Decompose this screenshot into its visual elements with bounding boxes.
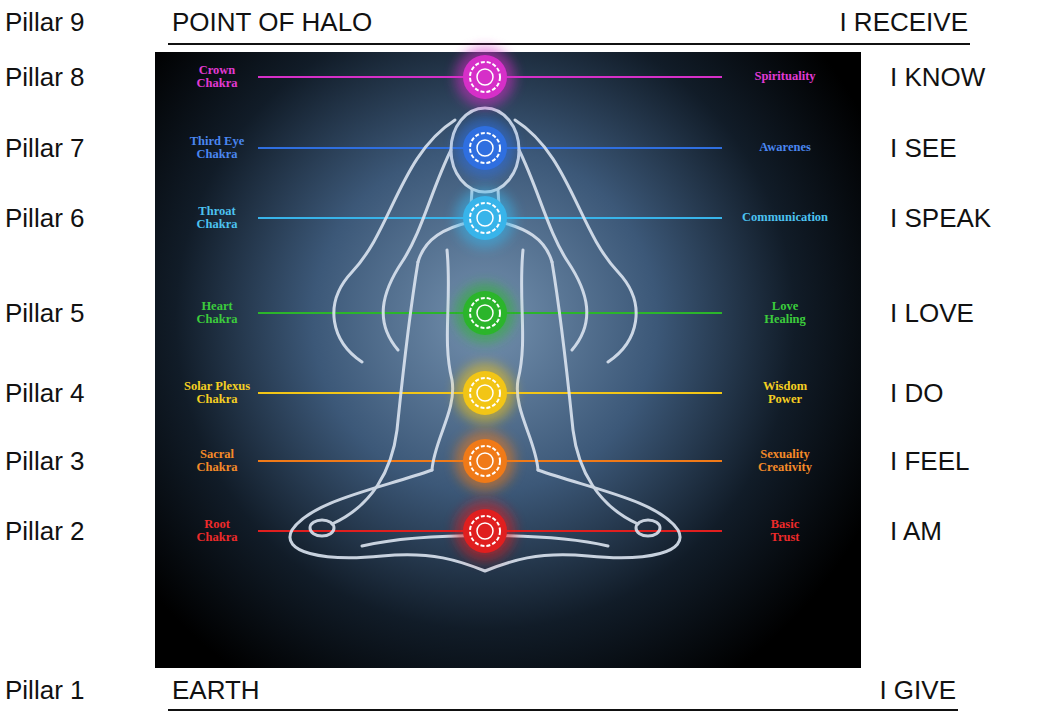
affirmation: I FEEL bbox=[890, 447, 969, 476]
chakra-name: Throat Chakra bbox=[186, 205, 248, 231]
pillar-number: Pillar 8 bbox=[5, 63, 84, 92]
lotus-ring bbox=[470, 133, 500, 163]
underline bbox=[168, 709, 958, 711]
chakra-circle bbox=[463, 291, 507, 335]
pillar-number: Pillar 4 bbox=[5, 379, 84, 408]
lotus-center bbox=[477, 140, 493, 156]
figure-head bbox=[451, 108, 519, 192]
affirmation: I GIVE bbox=[879, 676, 956, 705]
chakra-circle bbox=[463, 126, 507, 170]
figure-arm bbox=[552, 262, 638, 524]
chakra-name: Solar Plexus Chakra bbox=[175, 380, 259, 406]
chakra-name: Sacral Chakra bbox=[186, 448, 248, 474]
chakra-quality: Awarenes bbox=[730, 141, 840, 154]
underline bbox=[168, 43, 970, 45]
lotus-center bbox=[477, 69, 493, 85]
chakra-glow bbox=[455, 188, 515, 248]
chakra-circle bbox=[463, 509, 507, 553]
chakra-glow bbox=[455, 283, 515, 343]
affirmation: I KNOW bbox=[890, 63, 985, 92]
chakra-quality: Communication bbox=[725, 211, 845, 224]
figure-torso bbox=[432, 250, 453, 470]
lotus-ring bbox=[470, 446, 500, 476]
lotus-ring bbox=[470, 378, 500, 408]
level-name: EARTH bbox=[172, 676, 260, 705]
pillar-number: Pillar 3 bbox=[5, 447, 84, 476]
figure-hand bbox=[310, 520, 334, 536]
lotus-center bbox=[477, 385, 493, 401]
affirmation: I DO bbox=[890, 379, 943, 408]
chakra-circle bbox=[463, 371, 507, 415]
chakra-circle bbox=[463, 439, 507, 483]
pillar-number: Pillar 6 bbox=[5, 204, 84, 233]
chakra-quality: Wisdom Power bbox=[754, 380, 816, 406]
chakra-glow bbox=[455, 363, 515, 423]
chakra-circle bbox=[463, 196, 507, 240]
figure-hand bbox=[636, 520, 660, 536]
lotus-ring bbox=[470, 298, 500, 328]
pillar-number: Pillar 5 bbox=[5, 299, 84, 328]
chakra-glow bbox=[455, 118, 515, 178]
chakra-glow bbox=[455, 431, 515, 491]
figure-hair bbox=[334, 120, 455, 362]
affirmation: I SEE bbox=[890, 134, 956, 163]
pillar-number: Pillar 9 bbox=[5, 8, 84, 37]
chakra-quality: Spirituality bbox=[730, 70, 840, 83]
lotus-ring bbox=[470, 203, 500, 233]
pillar-number: Pillar 1 bbox=[5, 676, 84, 705]
lotus-center bbox=[477, 523, 493, 539]
level-name: POINT OF HALO bbox=[172, 8, 372, 37]
lotus-center bbox=[477, 305, 493, 321]
affirmation: I LOVE bbox=[890, 299, 974, 328]
chakra-name: Crown Chakra bbox=[186, 64, 248, 90]
lotus-center bbox=[477, 210, 493, 226]
chakra-quality: Sexuality Creativity bbox=[749, 448, 821, 474]
chakra-quality: Love Healing bbox=[756, 300, 814, 326]
picture-panel bbox=[155, 52, 861, 668]
affirmation: I RECEIVE bbox=[839, 8, 968, 37]
chakra-glow bbox=[455, 47, 515, 107]
pillar-number: Pillar 2 bbox=[5, 517, 84, 546]
pillar-number: Pillar 7 bbox=[5, 134, 84, 163]
lotus-ring bbox=[470, 516, 500, 546]
figure-torso bbox=[517, 250, 538, 470]
chakra-circle bbox=[463, 55, 507, 99]
lotus-center bbox=[477, 453, 493, 469]
chakra-glow bbox=[455, 501, 515, 561]
lotus-ring bbox=[470, 62, 500, 92]
figure-hair bbox=[383, 150, 451, 350]
chakra-name: Third Eye Chakra bbox=[184, 135, 250, 161]
chakra-quality: Basic Trust bbox=[760, 518, 810, 544]
chakra-name: Heart Chakra bbox=[186, 300, 248, 326]
figure-arm bbox=[332, 262, 418, 524]
chakra-name: Root Chakra bbox=[186, 518, 248, 544]
affirmation: I AM bbox=[890, 517, 942, 546]
figure-hair bbox=[515, 120, 636, 362]
affirmation: I SPEAK bbox=[890, 204, 991, 233]
figure-hair bbox=[519, 150, 587, 350]
